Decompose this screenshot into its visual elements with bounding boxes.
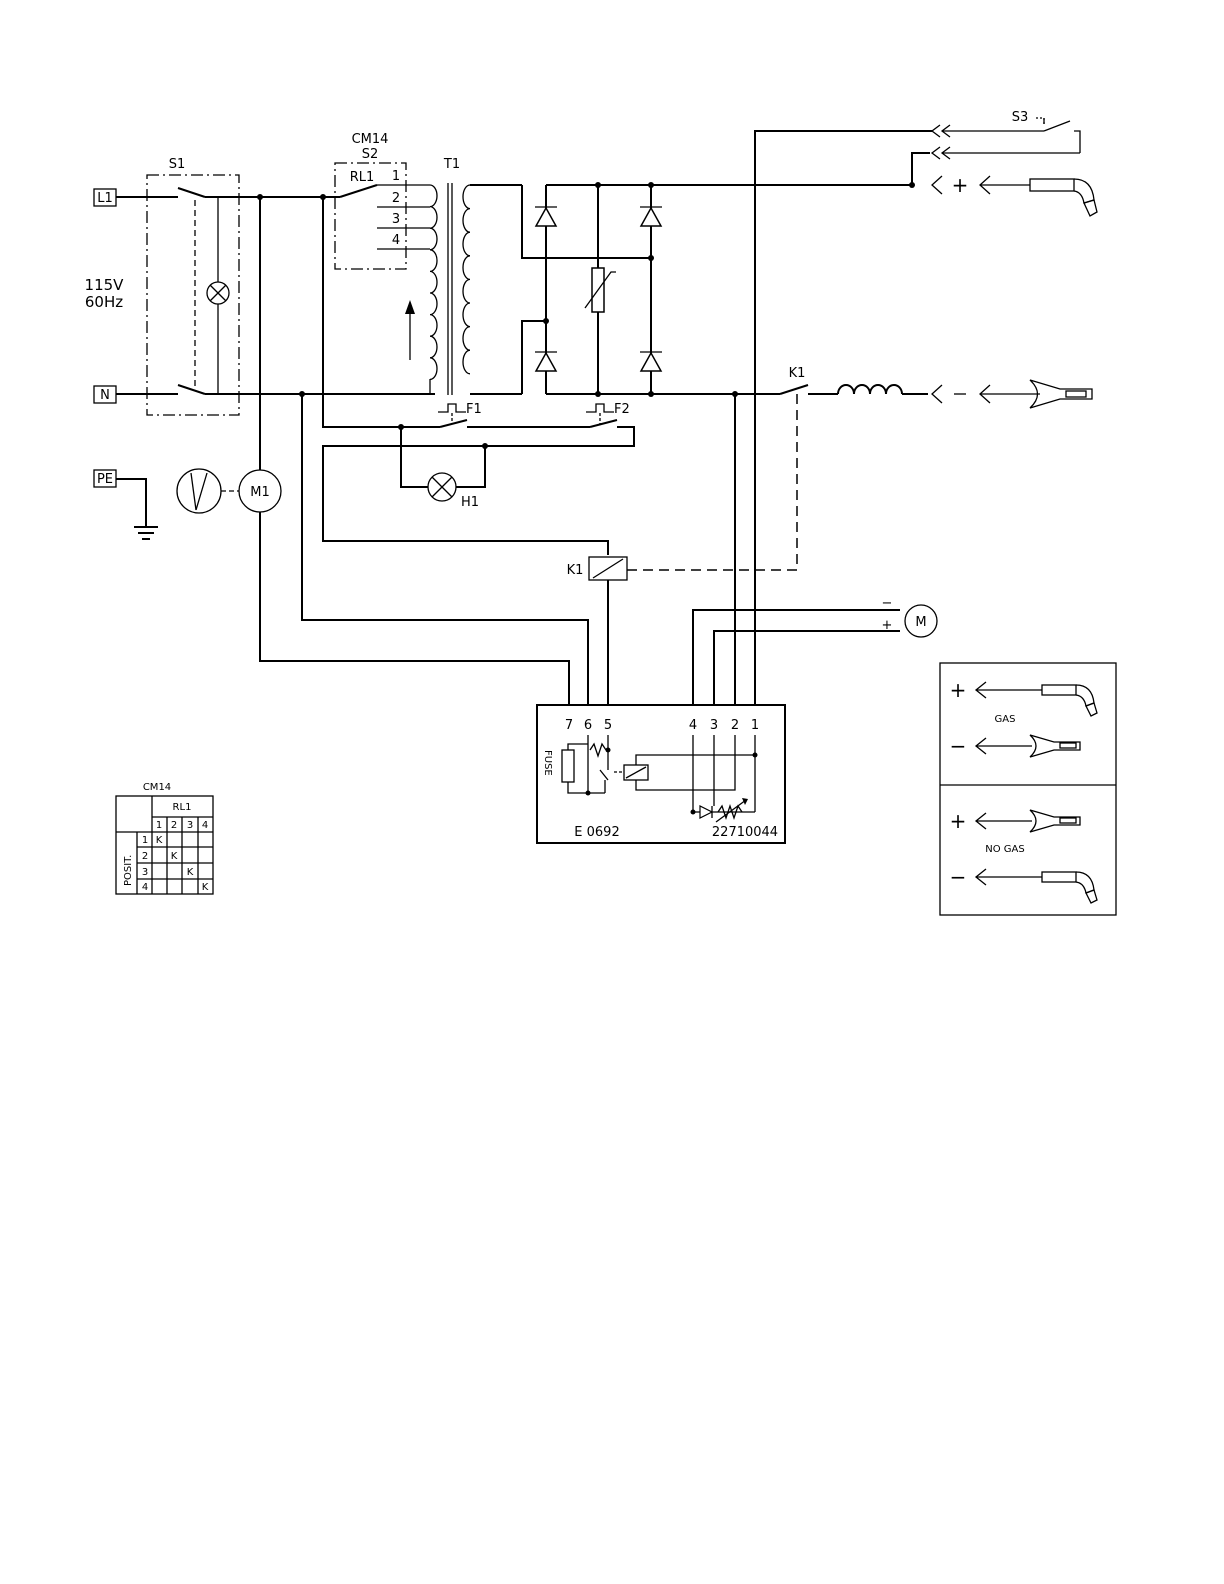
fan-motor-m1: M1 — [177, 197, 569, 705]
f1-label: F1 — [466, 402, 482, 417]
tap-1-label: 1 — [392, 169, 400, 184]
thermal-circuit: F1 F2 H1 — [323, 197, 634, 555]
table-col-4: 4 — [202, 820, 208, 831]
pcb-pin-1: 1 — [751, 718, 759, 733]
table-title: CM14 — [143, 782, 171, 793]
table-side-label: POSIT. — [123, 855, 134, 886]
motor-minus-label: − — [882, 596, 893, 611]
terminal-n-label: N — [100, 388, 110, 403]
s1-label: S1 — [169, 157, 186, 172]
wire-n-to-pcb — [302, 394, 588, 705]
thermal-fuse-f2: F2 — [586, 402, 630, 424]
output-inductor — [838, 385, 928, 394]
tap-3-label: 3 — [392, 212, 400, 227]
tap-4-label: 4 — [392, 233, 400, 248]
pcb-pin-3: 3 — [710, 718, 718, 733]
arrow-left-icon — [976, 869, 1042, 885]
k1-coil-label: K1 — [567, 563, 584, 578]
welding-torch-icon — [1030, 179, 1097, 216]
ground-clamp-icon — [1030, 810, 1080, 832]
supply-voltage: 115V — [85, 276, 125, 294]
welding-torch-icon — [1042, 872, 1097, 903]
table-mark: K — [171, 851, 178, 862]
negative-output-connector — [932, 380, 1092, 408]
legend-gas-plus: + — [950, 678, 967, 702]
legend-nogas-label: NO GAS — [985, 844, 1024, 855]
table-col-3: 3 — [187, 820, 193, 831]
legend-nogas-minus: − — [950, 865, 967, 889]
table-header: RL1 — [173, 802, 192, 813]
s2-label: S2 — [362, 147, 379, 162]
legend-nogas-plus: + — [950, 809, 967, 833]
thermal-fuse-f1: F1 — [438, 402, 482, 424]
main-switch-s1: S1 — [116, 157, 260, 415]
terminal-pe: PE — [94, 470, 116, 487]
varistor-icon — [585, 185, 616, 394]
diode-icon — [535, 207, 557, 226]
s3-label: S3 — [1012, 110, 1029, 125]
supply-frequency: 60Hz — [85, 293, 123, 311]
pcb-pin-2: 2 — [731, 718, 739, 733]
terminal-l1-label: L1 — [97, 191, 113, 206]
pcb-pin-5: 5 — [604, 718, 612, 733]
f2-label: F2 — [614, 402, 630, 417]
tap-2-label: 2 — [392, 191, 400, 206]
table-mark: K — [187, 867, 194, 878]
t1-label: T1 — [443, 157, 460, 172]
table-row-1: 1 — [142, 835, 148, 846]
diode-icon — [640, 207, 662, 226]
table-row-2: 2 — [142, 851, 148, 862]
welding-torch-icon — [1042, 685, 1097, 716]
terminal-l1: L1 — [94, 189, 116, 206]
motor-plus-label: + — [882, 618, 893, 633]
table-row-3: 3 — [142, 867, 148, 878]
pcb-pin-6: 6 — [584, 718, 592, 733]
table-mark: K — [202, 882, 209, 893]
table-col-1: 1 — [156, 820, 162, 831]
control-pcb: 7 6 5 4 3 2 1 FUSE E 06 — [537, 705, 785, 843]
legend-gas-minus: − — [950, 734, 967, 758]
rectifier-bridge — [522, 182, 915, 397]
positive-output-connector: + — [932, 173, 1097, 216]
pcb-pin-4: 4 — [689, 718, 697, 733]
arrow-left-icon — [976, 738, 1032, 754]
m-label: M — [915, 615, 926, 630]
pcb-pin-7: 7 — [565, 718, 573, 733]
diode-icon — [535, 352, 557, 371]
table-row-4: 4 — [142, 882, 148, 893]
arrow-left-icon — [976, 682, 1042, 698]
wire-feed-motor: M − + — [693, 596, 937, 705]
terminal-pe-label: PE — [97, 472, 113, 487]
contactor-k1: K1 K1 — [567, 366, 838, 705]
s2-cm14-label: CM14 — [352, 132, 389, 147]
tap-switch-s2: CM14 S2 RL1 1 2 3 4 — [335, 132, 430, 269]
pcb-code-right: 22710044 — [712, 825, 778, 840]
k1-contact-label: K1 — [789, 366, 806, 381]
arrow-left-icon — [976, 813, 1032, 829]
plus-output-label: + — [952, 173, 969, 197]
diode-icon — [640, 352, 662, 371]
ground-clamp-icon — [1030, 735, 1080, 757]
table-mark: K — [156, 835, 163, 846]
pcb-fuse-label: FUSE — [542, 750, 553, 776]
position-table: CM14 RL1 1 2 3 4 POSIT. 1 2 3 4 K K K K — [116, 782, 213, 894]
m1-label: M1 — [250, 485, 270, 500]
indicator-lamp-h1: H1 — [401, 427, 485, 510]
polarity-legend: + GAS − + NO GAS − — [940, 663, 1116, 915]
fan-icon — [177, 469, 221, 513]
legend-gas-label: GAS — [995, 714, 1016, 725]
h1-label: H1 — [461, 495, 479, 510]
terminal-n: N — [94, 386, 116, 403]
table-col-2: 2 — [171, 820, 177, 831]
pcb-code-left: E 0692 — [574, 825, 619, 840]
earth-ground-icon — [116, 479, 158, 539]
rl1-label: RL1 — [350, 170, 375, 185]
transformer-t1: T1 — [405, 157, 522, 395]
switch-lamp-icon — [207, 282, 229, 304]
